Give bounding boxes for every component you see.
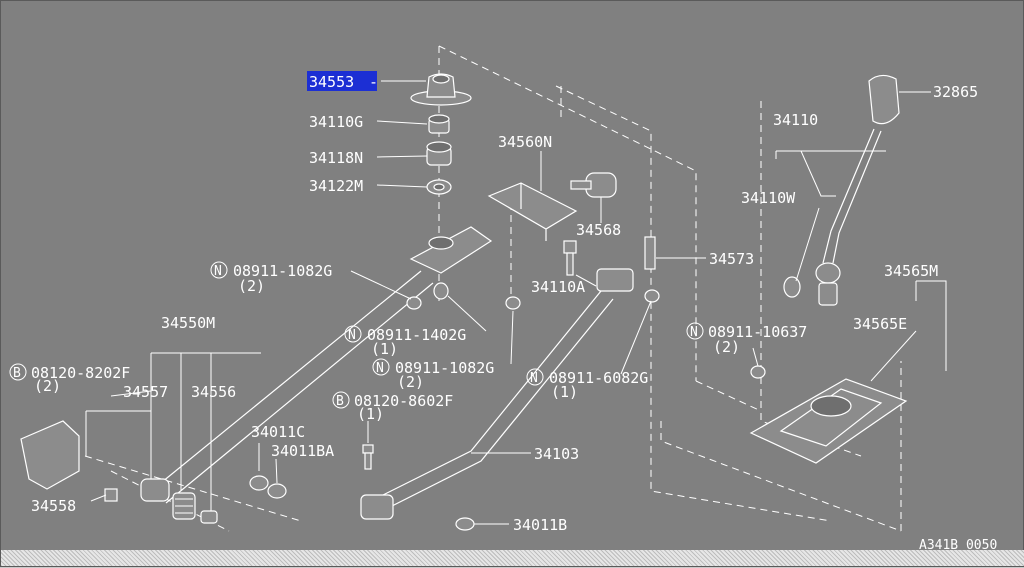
label-34556[interactable]: 34556: [191, 383, 236, 401]
label-32865[interactable]: 32865: [933, 83, 978, 101]
label-34573[interactable]: 34573: [709, 250, 754, 268]
svg-text:08911-1402G: 08911-1402G: [367, 326, 466, 344]
part-34556-spring[interactable]: [172, 492, 196, 520]
label-34558[interactable]: 34558: [31, 497, 76, 515]
callout-b2[interactable]: B 08120-8602F (1): [332, 391, 453, 423]
part-34122M-washer[interactable]: [426, 179, 452, 195]
part-34553-mount[interactable]: [410, 73, 472, 106]
callout-n2[interactable]: N 08911-1402G (1): [344, 325, 466, 358]
svg-text:08911-1082G: 08911-1082G: [395, 359, 494, 377]
svg-text:N: N: [214, 264, 222, 279]
label-34011BA[interactable]: 34011BA: [271, 442, 334, 460]
nut-34011BA[interactable]: [267, 483, 287, 499]
part-upper-lever[interactable]: [409, 226, 493, 274]
svg-text:(1): (1): [551, 383, 578, 401]
svg-text:(2): (2): [713, 338, 740, 356]
nut-34011B[interactable]: [455, 517, 475, 531]
part-34110-shift-lever[interactable]: [822, 128, 882, 264]
label-dash-34553: -: [369, 73, 378, 91]
svg-text:(2): (2): [238, 277, 265, 295]
leaders: [85, 80, 947, 525]
label-34110W[interactable]: 34110W: [741, 189, 796, 207]
part-34118N-bushing[interactable]: [426, 141, 452, 166]
part-34110A-bolt[interactable]: [563, 240, 577, 276]
reference-code: A341B 0050: [919, 538, 997, 553]
part-34558-bolt[interactable]: [104, 488, 118, 502]
selected-part-highlight: [307, 71, 377, 91]
bottom-hatch-strip: [1, 550, 1024, 566]
part-34103-end-block[interactable]: [360, 494, 394, 520]
bolt-b2[interactable]: [362, 444, 374, 470]
svg-text:08911-1082G: 08911-1082G: [233, 262, 332, 280]
callout-n5[interactable]: N 08911-10637 (2): [686, 322, 807, 356]
label-34557[interactable]: 34557: [123, 383, 168, 401]
label-34553[interactable]: 34553: [309, 73, 354, 91]
part-32865-shift-knob[interactable]: [868, 74, 900, 125]
part-34558-bracket[interactable]: [20, 420, 80, 490]
svg-text:08120-8602F: 08120-8602F: [354, 392, 453, 410]
label-34110A[interactable]: 34110A: [531, 278, 585, 296]
nut-n2[interactable]: [433, 282, 449, 300]
svg-text:08911-6082G: 08911-6082G: [549, 369, 648, 387]
part-34110G-bushing[interactable]: [428, 114, 450, 134]
callout-b1[interactable]: B 08120-8202F (2): [9, 363, 130, 395]
part-34110W-pivot[interactable]: [815, 262, 841, 306]
label-34550M[interactable]: 34550M: [161, 314, 215, 332]
upper-lever-hole: [428, 236, 454, 250]
svg-text:N: N: [376, 361, 384, 376]
svg-text:08120-8202F: 08120-8202F: [31, 364, 130, 382]
svg-text:08911-10637: 08911-10637: [708, 323, 807, 341]
dashed-outline-upper: [438, 45, 832, 522]
svg-text:(2): (2): [34, 377, 61, 395]
label-34110G[interactable]: 34110G: [309, 113, 363, 131]
svg-text:(2): (2): [397, 373, 424, 391]
svg-text:(1): (1): [371, 340, 398, 358]
svg-text:B: B: [13, 366, 21, 381]
nut-n3[interactable]: [505, 296, 521, 310]
label-34568[interactable]: 34568: [576, 221, 621, 239]
nut-n4[interactable]: [644, 289, 660, 303]
label-34560N[interactable]: 34560N: [498, 133, 552, 151]
label-34103[interactable]: 34103: [534, 445, 579, 463]
part-34565M-housing[interactable]: [749, 378, 908, 464]
label-34118N[interactable]: 34118N: [309, 149, 363, 167]
part-34557-bushing[interactable]: [140, 478, 170, 502]
part-34560N-bracket[interactable]: [487, 182, 578, 241]
label-34565M[interactable]: 34565M: [884, 262, 938, 280]
part-34573-stud[interactable]: [644, 236, 656, 270]
part-34568-switch[interactable]: [570, 172, 617, 198]
part-34103-upper-clevis[interactable]: [596, 268, 634, 292]
callout-n3[interactable]: N 08911-1082G (2): [372, 358, 494, 391]
nut-n5[interactable]: [750, 365, 766, 379]
label-34565E[interactable]: 34565E: [853, 315, 907, 333]
callout-n1[interactable]: N 08911-1082G (2): [210, 261, 332, 295]
label-34011C[interactable]: 34011C: [251, 423, 305, 441]
svg-text:N: N: [530, 371, 538, 386]
label-34110[interactable]: 34110: [773, 111, 818, 129]
svg-text:N: N: [348, 328, 356, 343]
dashed-outline-lower: [438, 46, 902, 532]
svg-text:B: B: [336, 394, 344, 409]
part-34103-rod[interactable]: [370, 290, 614, 510]
label-34011B[interactable]: 34011B: [513, 516, 567, 534]
nut-n1[interactable]: [406, 296, 422, 310]
part-34110W-washer[interactable]: [783, 276, 801, 298]
label-34122M[interactable]: 34122M: [309, 177, 363, 195]
nut-34011C[interactable]: [249, 475, 269, 491]
svg-text:N: N: [690, 325, 698, 340]
part-pin[interactable]: [200, 510, 218, 524]
callout-n4[interactable]: N 08911-6082G (1): [526, 368, 648, 401]
svg-text:(1): (1): [357, 405, 384, 423]
